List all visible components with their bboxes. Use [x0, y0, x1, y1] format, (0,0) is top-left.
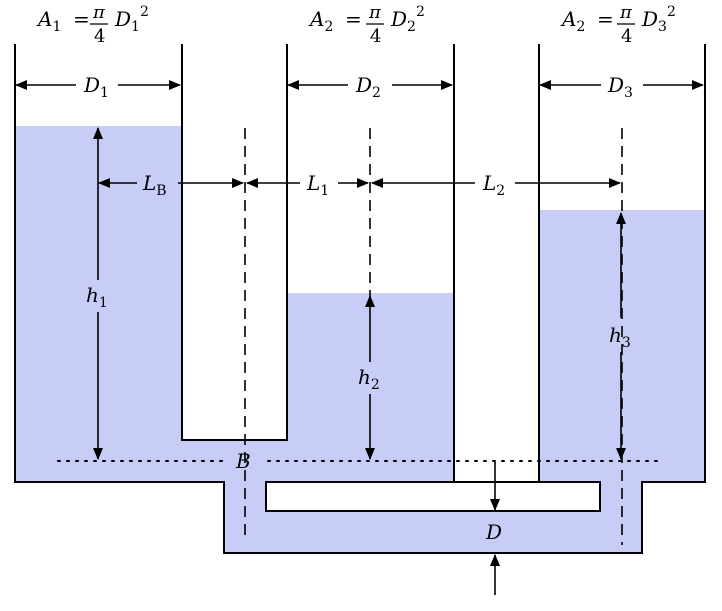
svg-text:=: =	[73, 7, 90, 31]
dimension-l1: L1	[246, 171, 369, 199]
svg-text:=: =	[597, 7, 614, 31]
svg-text:LB: LB	[142, 171, 167, 199]
svg-text:L2: L2	[482, 171, 505, 199]
dimension-d1: D1	[15, 73, 181, 101]
inner-tube-wall	[181, 44, 288, 441]
dimension-h1: h1	[86, 127, 108, 460]
svg-text:A1: A1	[36, 7, 61, 35]
svg-text:π: π	[619, 2, 633, 23]
formula-tank-1: A1 = π 4 D12	[36, 2, 149, 47]
svg-text:=: =	[345, 7, 362, 31]
pipe-diameter-label: D	[485, 520, 502, 544]
dimension-h2: h2	[358, 295, 380, 460]
svg-text:h2: h2	[358, 365, 380, 393]
inner-pipe-block	[265, 481, 601, 512]
svg-text:4: 4	[94, 26, 105, 47]
dimension-d3: D3	[539, 73, 704, 101]
svg-text:D1: D1	[83, 73, 109, 101]
svg-text:L1: L1	[306, 171, 329, 199]
svg-text:D32: D32	[641, 4, 676, 35]
dimension-h3: h3	[609, 212, 631, 460]
svg-text:D12: D12	[114, 4, 149, 35]
svg-text:D2: D2	[355, 73, 381, 101]
svg-text:4: 4	[370, 26, 381, 47]
svg-text:D3: D3	[607, 73, 633, 101]
dimension-d2: D2	[287, 73, 453, 101]
inner-tube-interior	[182, 44, 287, 440]
svg-text:h1: h1	[86, 283, 108, 311]
svg-text:A2: A2	[560, 7, 585, 35]
tank-2-right-wall	[266, 44, 455, 483]
dimension-d-pipe: D	[485, 462, 502, 595]
svg-text:A2: A2	[308, 7, 333, 35]
tank-3-left-wall	[538, 44, 600, 483]
svg-text:π: π	[368, 2, 382, 23]
dimension-l2: L2	[371, 171, 621, 199]
point-b-label: B	[235, 449, 251, 473]
svg-text:π: π	[92, 2, 106, 23]
svg-text:D22: D22	[390, 4, 425, 35]
formula-tank-2: A2 = π 4 D22	[308, 2, 425, 47]
dimension-lb: LB	[98, 171, 244, 199]
outer-vessel-wall	[14, 44, 706, 554]
fluid	[15, 126, 705, 553]
svg-text:4: 4	[621, 26, 632, 47]
svg-text:h3: h3	[609, 323, 631, 351]
fluid-tank-1-bottom	[15, 440, 454, 482]
formula-tank-3: A2 = π 4 D32	[560, 2, 676, 47]
